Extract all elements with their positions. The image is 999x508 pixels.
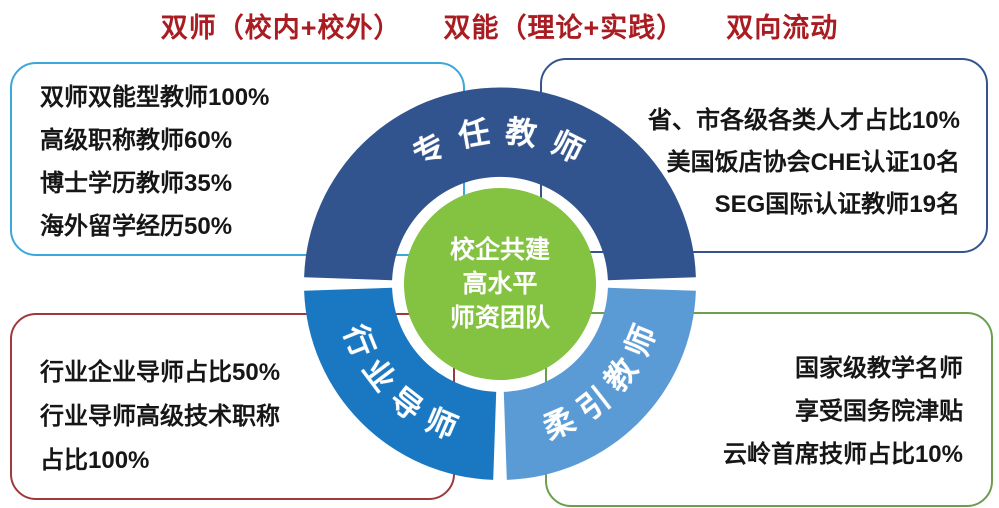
stat-line: 国家级教学名师 [795, 355, 963, 382]
segment-bottom-left [304, 287, 497, 480]
title-part-1: 双师（校内+校外） [160, 13, 402, 43]
stat-line: 高级职称教师60% [40, 127, 233, 154]
stat-line: 省、市各级各类人才占比10% [647, 107, 960, 134]
center-title: 校企共建 高水平 师资团队 [450, 233, 550, 335]
stat-line: 享受国务院津贴 [795, 398, 963, 425]
stat-line: 行业企业导师占比50% [40, 359, 281, 386]
stat-line: SEG国际认证教师19名 [714, 191, 960, 218]
stat-line: 美国饭店协会CHE认证10名 [666, 149, 960, 176]
segment-bottom-right [503, 287, 696, 480]
center-circle [404, 188, 596, 380]
segment-top [304, 87, 696, 281]
title-part-3: 双向流动 [726, 13, 839, 43]
stat-line: 双师双能型教师100% [40, 84, 270, 111]
stat-line: 行业导师高级技术职称 [40, 403, 280, 430]
stat-line: 海外留学经历50% [40, 213, 233, 240]
center-title-line: 校企共建 [449, 236, 551, 264]
stat-line: 云岭首席技师占比10% [722, 441, 963, 468]
stat-line: 占比100% [40, 447, 150, 474]
center-title-line: 师资团队 [449, 304, 551, 332]
center-title-line: 高水平 [462, 270, 538, 298]
page-title: 双师（校内+校外） 双能（理论+实践） 双向流动 [0, 6, 999, 45]
stat-line: 博士学历教师35% [40, 170, 233, 197]
title-part-2: 双能（理论+实践） [443, 13, 685, 43]
